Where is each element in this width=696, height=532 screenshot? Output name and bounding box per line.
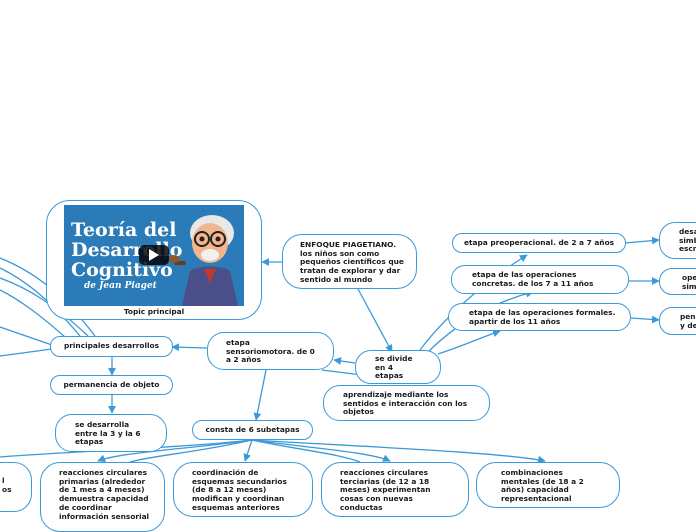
left-partial-text: l os	[2, 476, 12, 494]
pens-partial-node[interactable]: pens y de	[659, 307, 696, 335]
connector-principales-left2	[0, 348, 53, 357]
principales-desarrollos-text: principales desarrollos	[63, 341, 160, 351]
etapa-sensoriomotora-node[interactable]: etapa sensoriomotora. de 0 a 2 años	[207, 332, 334, 370]
ope-partial-node[interactable]: ope sim	[659, 268, 696, 295]
ope-partial-text: ope sim	[682, 273, 696, 291]
se-desarrolla-node[interactable]: se desarrolla entre la 3 y la 6 etapas	[55, 414, 167, 452]
connector-lines	[0, 236, 660, 464]
connector-principales-left4	[0, 267, 81, 337]
principales-desarrollos-node[interactable]: principales desarrollos	[50, 336, 173, 357]
etapa-sensoriomotora-text: etapa sensoriomotora. de 0 a 2 años	[226, 338, 315, 365]
enfoque-node[interactable]: ENFOQUE PIAGETIANO. los niños son como p…	[282, 234, 417, 289]
se-divide-text: se divide en 4 etapas	[375, 354, 413, 381]
topic-caption: Topic principal	[123, 307, 185, 316]
connector-divide-sensorio	[333, 357, 356, 365]
reacciones-primarias-text: reacciones circulares primarias (alreded…	[59, 468, 150, 521]
etapa-formales-node[interactable]: etapa de las operaciones formales. apart…	[448, 303, 631, 331]
coordinacion-esquemas-text: coordinación de esquemas secundarios (de…	[192, 468, 287, 512]
video-title-line1: Teoría del	[71, 219, 177, 241]
aprendizaje-text: aprendizaje mediante los sentidos e inte…	[343, 390, 468, 417]
enfoque-text: ENFOQUE PIAGETIANO. los niños son como p…	[300, 240, 404, 284]
connector-divide-preop	[419, 254, 528, 351]
consta-subetapas-text: consta de 6 subetapas	[205, 424, 300, 434]
reacciones-terciarias-text: reacciones circulares terciarias (de 12 …	[340, 468, 431, 512]
video-title-line4: de Jean Piaget	[84, 281, 157, 291]
connector-principales-left5	[0, 257, 96, 337]
desa-partial-text: desa simb escr	[679, 227, 696, 254]
etapa-preoperacional-text: etapa preoperacional. de 2 a 7 años	[463, 237, 615, 247]
play-button[interactable]	[139, 245, 169, 265]
desa-partial-node[interactable]: desa simb escr	[659, 222, 696, 259]
connector-principales-left6	[0, 277, 89, 337]
etapa-formales-text: etapa de las operaciones formales. apart…	[469, 308, 616, 326]
connector-principales-left1	[0, 326, 53, 346]
reacciones-primarias-node[interactable]: reacciones circulares primarias (alreded…	[40, 462, 165, 532]
piaget-caricature-icon	[169, 215, 238, 306]
pens-partial-text: pens y de	[680, 312, 696, 330]
connector-sensorio-consta	[253, 369, 267, 421]
connector-consta-terciarias	[251, 439, 391, 462]
connector-principales-left3	[0, 289, 66, 338]
permanencia-objeto-text: permanencia de objeto	[63, 379, 160, 389]
etapa-preoperacional-node[interactable]: etapa preoperacional. de 2 a 7 años	[452, 233, 626, 253]
permanencia-objeto-node[interactable]: permanencia de objeto	[50, 375, 173, 395]
se-desarrolla-text: se desarrolla entre la 3 y la 6 etapas	[75, 420, 141, 447]
connector-consta-extra2	[129, 439, 253, 463]
connector-formales-pens	[630, 315, 660, 324]
left-partial-node[interactable]: l os	[0, 462, 32, 512]
connector-divide-formales	[437, 329, 501, 355]
connector-consta-coordinacion	[243, 439, 253, 462]
connector-enfoque-divide	[357, 288, 393, 353]
combinaciones-mentales-text: combinaciones mentales (de 18 a 2 años) …	[501, 468, 584, 504]
connector-preop-desa	[624, 236, 660, 245]
consta-subetapas-node[interactable]: consta de 6 subetapas	[192, 420, 313, 440]
se-divide-node[interactable]: se divide en 4 etapas	[355, 350, 441, 384]
reacciones-terciarias-node[interactable]: reacciones circulares terciarias (de 12 …	[321, 462, 469, 517]
etapa-concretas-text: etapa de las operaciones concretas. de l…	[472, 270, 594, 288]
combinaciones-mentales-node[interactable]: combinaciones mentales (de 18 a 2 años) …	[476, 462, 620, 508]
etapa-concretas-node[interactable]: etapa de las operaciones concretas. de l…	[451, 265, 629, 294]
connector-consta-extra1	[251, 439, 361, 463]
connector-consta-combinaciones	[251, 439, 546, 464]
aprendizaje-node[interactable]: aprendizaje mediante los sentidos e inte…	[323, 385, 490, 421]
play-icon	[149, 249, 159, 261]
coordinacion-esquemas-node[interactable]: coordinación de esquemas secundarios (de…	[173, 462, 313, 517]
connector-sensorio-principales	[171, 343, 208, 352]
connector-consta-primarias	[97, 439, 253, 462]
